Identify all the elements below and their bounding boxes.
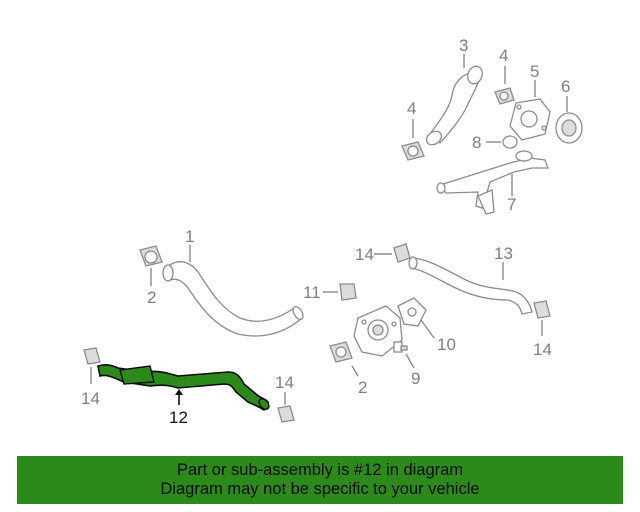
part-12-hose-highlighted[interactable]: [97, 363, 271, 412]
part-4-clamp-upper-left[interactable]: [401, 141, 425, 161]
callout-10: 10: [437, 335, 456, 354]
part-14-clamp-lower-left[interactable]: [83, 347, 101, 365]
callout-3: 3: [459, 36, 468, 55]
callout-2-center: 2: [358, 378, 367, 397]
callout-7: 7: [507, 195, 516, 214]
leader-9: [405, 353, 415, 369]
part-6-thermostat[interactable]: [555, 112, 583, 144]
callout-14-lower-left: 14: [81, 389, 100, 408]
part-14-clamp-top[interactable]: [393, 243, 411, 263]
part-2-clamp-center[interactable]: [329, 341, 353, 363]
part-14-clamp-right[interactable]: [533, 300, 551, 319]
part-notice-banner: Part or sub-assembly is #12 in diagram D…: [17, 456, 623, 504]
part-4-clamp-upper-right[interactable]: [494, 87, 515, 105]
water-outlet-housing[interactable]: [353, 305, 403, 357]
callout-5: 5: [530, 62, 539, 81]
part-13-hose[interactable]: [408, 256, 533, 315]
part-11-clamp[interactable]: [339, 283, 357, 301]
part-2-clamp-left[interactable]: [139, 245, 163, 267]
part-9-sensor[interactable]: [393, 341, 408, 353]
part-14-clamp-lower-right[interactable]: [277, 405, 295, 423]
leader-12-arrow: [175, 389, 183, 395]
callout-8: 8: [472, 133, 481, 152]
callout-2-left: 2: [147, 288, 156, 307]
part-5-outlet-flange[interactable]: [509, 98, 551, 141]
part-7-bypass-pipe[interactable]: [436, 150, 549, 215]
banner-line-1: Part or sub-assembly is #12 in diagram: [176, 461, 464, 479]
callout-14-lower-right: 14: [275, 373, 294, 392]
leader-10: [420, 319, 435, 339]
part-10-gasket[interactable]: [397, 297, 427, 327]
callout-11: 11: [303, 283, 321, 302]
callout-1: 1: [185, 227, 194, 246]
part-3-upper-hose[interactable]: [424, 64, 485, 147]
callout-9: 9: [411, 369, 420, 388]
callout-6: 6: [561, 77, 570, 96]
callout-14-right: 14: [533, 340, 552, 359]
leader-2-center: [351, 365, 359, 377]
part-1-radiator-hose[interactable]: [162, 261, 305, 337]
callout-4-left: 4: [407, 99, 416, 118]
callout-14-top: 14: [355, 245, 374, 264]
callout-4-upper: 4: [499, 46, 508, 65]
banner-line-2: Diagram may not be specific to your vehi…: [160, 480, 480, 498]
callout-12: 12: [169, 408, 188, 427]
callout-13: 13: [494, 244, 513, 263]
part-8-o-ring[interactable]: [502, 135, 518, 149]
